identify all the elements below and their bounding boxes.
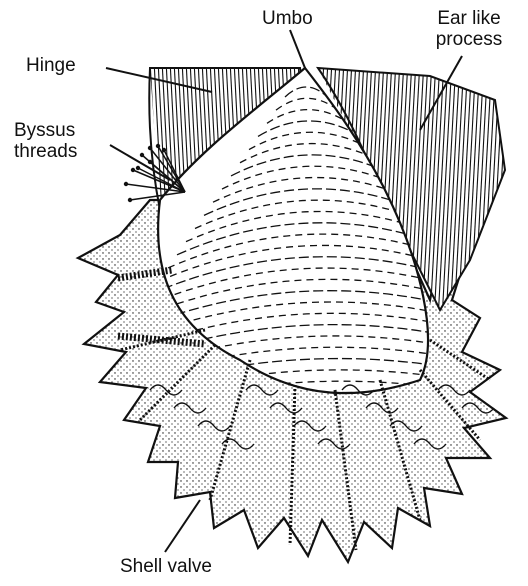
byssus-thread-tip <box>131 168 135 172</box>
byssus-thread-tip <box>128 198 132 202</box>
hinge-label: Hinge <box>26 55 76 76</box>
ear-like-label-line2: process <box>410 29 528 50</box>
byssus-thread-tip <box>124 182 128 186</box>
byssus-thread-tip <box>140 153 144 157</box>
byssus-label-line2: threads <box>14 141 77 162</box>
shell-valve-leader <box>165 500 200 552</box>
byssus-thread-tip <box>148 146 152 150</box>
byssus-thread-tip <box>148 160 152 164</box>
ear-like-process-label: Ear like process <box>410 8 528 50</box>
byssus-thread-tip <box>162 148 166 152</box>
byssus-threads-label: Byssus threads <box>14 120 77 162</box>
umbo-leader <box>290 30 305 68</box>
umbo-label: Umbo <box>262 8 313 29</box>
byssus-thread-tip <box>136 166 140 170</box>
byssus-thread-tip <box>156 144 160 148</box>
byssus-label-line1: Byssus <box>14 120 77 141</box>
shell-group <box>24 60 528 562</box>
shell-valve-label: Shell valve <box>120 556 212 577</box>
ear-like-label-line1: Ear like <box>410 8 528 29</box>
